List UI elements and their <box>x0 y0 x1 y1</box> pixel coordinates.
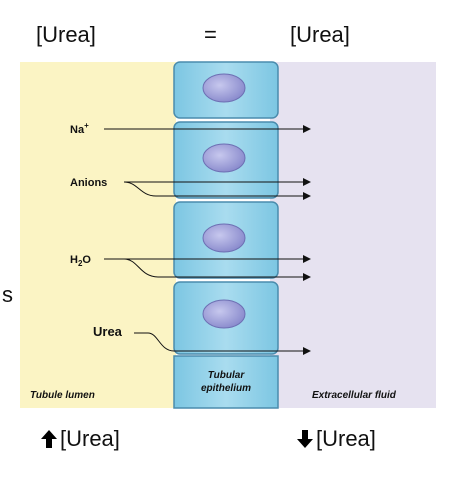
nucleus <box>202 223 246 253</box>
nucleus <box>202 73 246 103</box>
nucleus <box>202 299 246 329</box>
solute-label-urea: Urea <box>93 324 123 339</box>
lumen-urea-increase: [Urea] <box>40 426 120 452</box>
tubular-epithelium-label-line1: Tubular <box>208 370 246 381</box>
solute-label-water: H2O <box>70 254 91 268</box>
solute-label-anions: Anions <box>70 177 107 189</box>
tubular-epithelium-label-line2: epithelium <box>201 383 251 394</box>
anions-arrow-2 <box>123 181 311 200</box>
water-arrow-2 <box>123 258 311 281</box>
equals-sign: = <box>204 22 217 47</box>
tubule-lumen-label: Tubule lumen <box>30 390 95 401</box>
ecf-urea-bottom-label: [Urea] <box>316 426 376 451</box>
lumen-urea-bottom-label: [Urea] <box>60 426 120 451</box>
down-arrow-icon <box>297 430 313 448</box>
extracellular-fluid-region <box>270 62 436 408</box>
up-arrow-icon <box>41 430 57 448</box>
lumen-urea-label: [Urea] <box>36 22 96 47</box>
solute-label-sodium: Na+ <box>70 121 89 136</box>
nucleus <box>202 143 246 173</box>
extracellular-fluid-label: Extracellular fluid <box>312 390 397 401</box>
transport-arrows <box>104 125 311 355</box>
ecf-urea-label: [Urea] <box>290 22 350 47</box>
ecf-urea-decrease: [Urea] <box>296 426 376 452</box>
epithelial-cell <box>173 355 279 409</box>
stray-character: s <box>2 282 13 307</box>
urea-arrow <box>134 332 311 355</box>
nuclei <box>202 73 246 329</box>
tubule-lumen-region <box>20 62 176 408</box>
